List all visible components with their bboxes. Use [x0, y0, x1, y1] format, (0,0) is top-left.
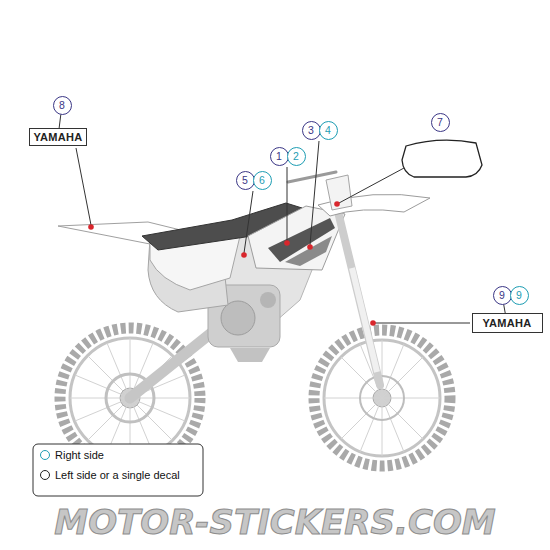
bike-body [58, 172, 430, 398]
callout-number: 5 [242, 175, 248, 186]
leader-lines [76, 141, 470, 323]
callout-circle: 2 [287, 147, 306, 166]
callout-circle: 6 [253, 171, 272, 190]
callout-circle: 7 [431, 113, 450, 132]
callout-number: 9 [516, 290, 522, 301]
callout-number: 6 [259, 175, 265, 186]
leader-line [59, 115, 61, 129]
decal-box: YAMAHA [29, 128, 87, 146]
legend-item: Left side or a single decal [40, 469, 180, 481]
decal-outline [402, 140, 482, 177]
leader-line [504, 305, 506, 314]
decal-text: YAMAHA [482, 317, 531, 329]
callout-number: 1 [276, 151, 282, 162]
callout-circle: 1 [270, 147, 289, 166]
watermark: MOTOR-STICKERS.COM [54, 502, 495, 542]
callout-circle: 4 [319, 121, 338, 140]
legend-text: Right side [55, 449, 104, 461]
callout-number: 7 [437, 117, 443, 128]
decal-text: YAMAHA [33, 131, 82, 143]
legend-swatch [40, 450, 50, 460]
front-wheel [314, 330, 450, 466]
legend-frame [33, 444, 203, 496]
callout-number: 9 [499, 290, 505, 301]
decal-box: YAMAHA [472, 313, 543, 333]
legend-item: Right side [40, 449, 104, 461]
callout-number: 3 [308, 125, 314, 136]
legend-text: Left side or a single decal [55, 469, 180, 481]
decal-position-dots [88, 201, 376, 326]
callout-circle: 3 [302, 121, 321, 140]
callout-circle: 5 [236, 171, 255, 190]
callout-number: 2 [293, 151, 299, 162]
callout-circle: 9 [510, 286, 529, 305]
callout-circle: 8 [53, 96, 72, 115]
legend-swatch [40, 470, 50, 480]
callout-circle: 9 [493, 286, 512, 305]
callout-number: 4 [325, 125, 331, 136]
callout-number: 8 [59, 100, 65, 111]
